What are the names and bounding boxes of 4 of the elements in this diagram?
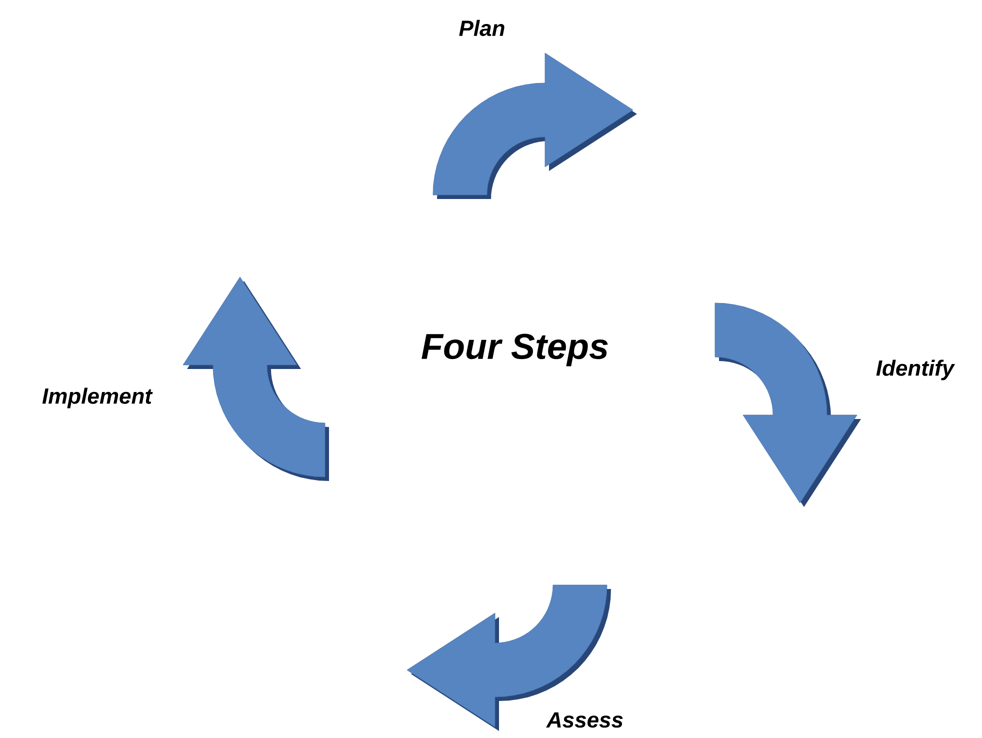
step-label: Identify xyxy=(876,360,956,380)
title: Four Steps xyxy=(422,334,608,366)
step-label: Implement xyxy=(42,388,153,408)
step-label: Plan xyxy=(459,20,504,36)
